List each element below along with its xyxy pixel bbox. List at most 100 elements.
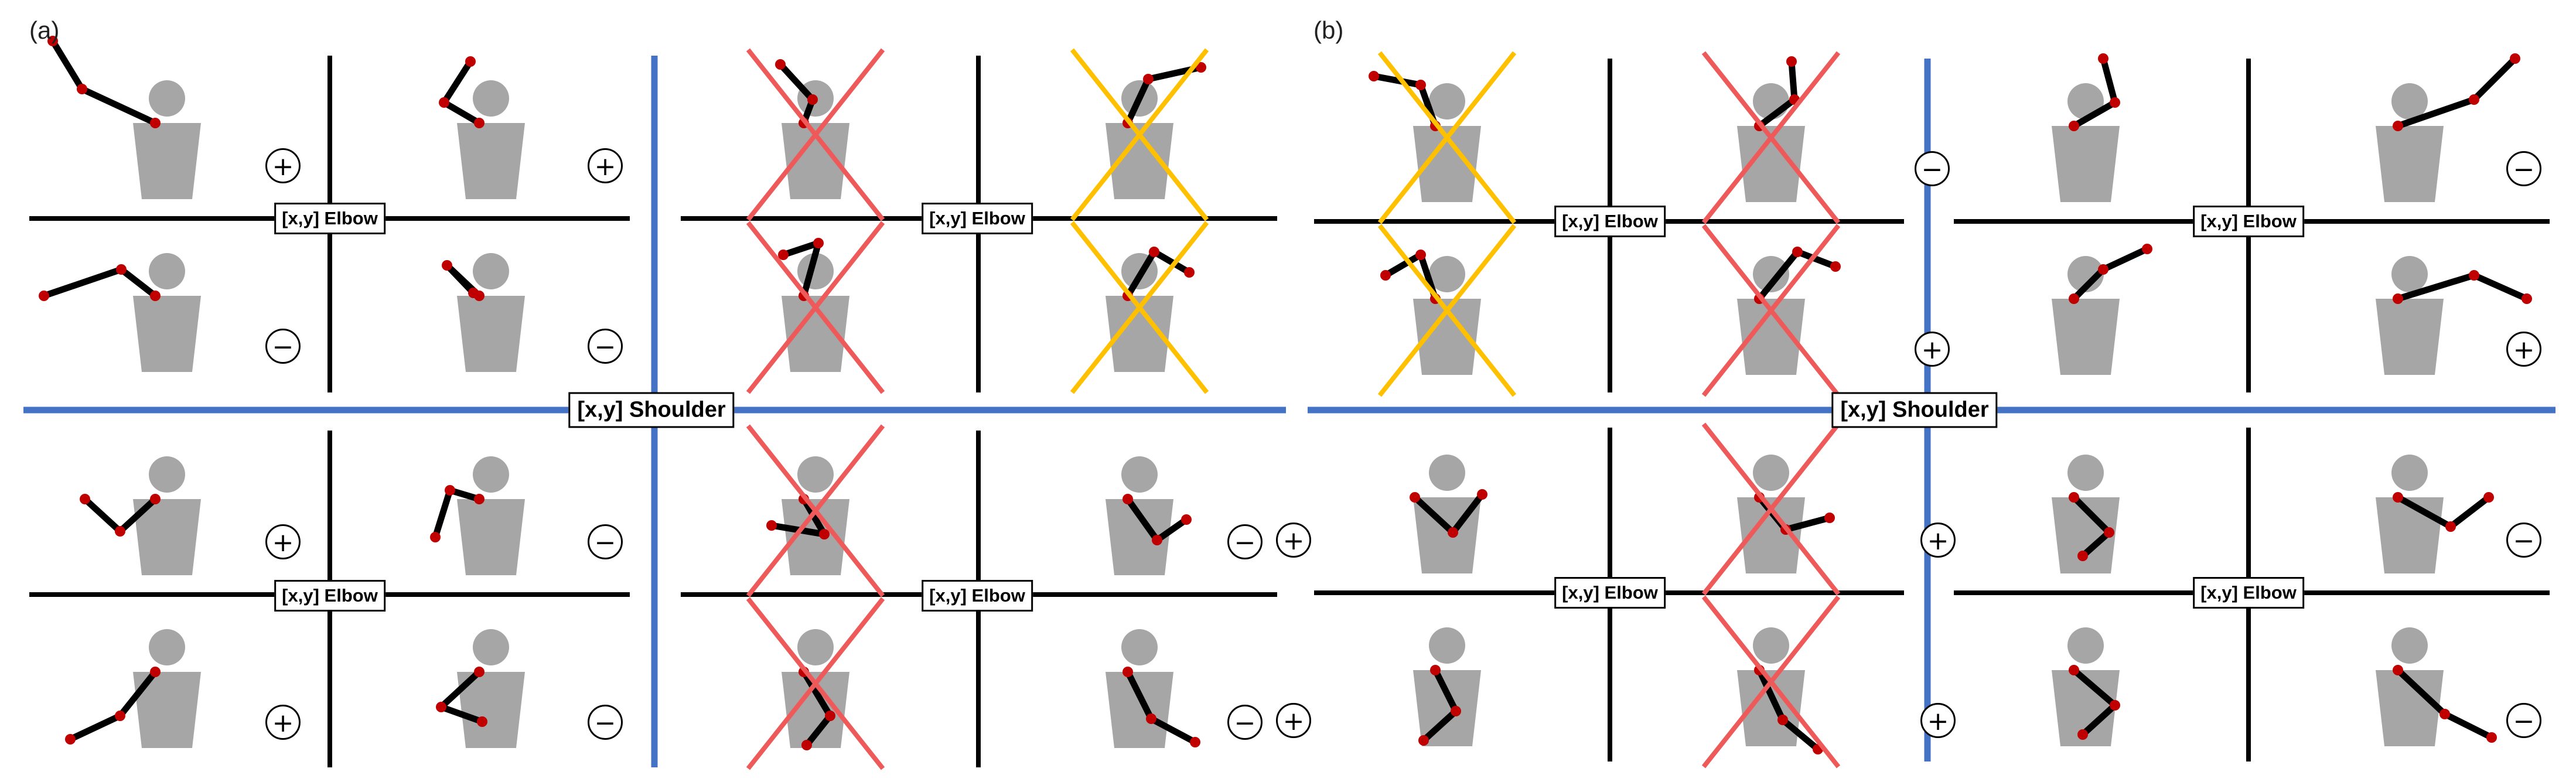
wrist-joint [477,716,487,727]
elbow-joint [807,94,818,105]
wrist-joint [465,56,476,67]
arm-pose-cell [1070,221,1209,394]
arm-pose-cell [746,597,885,770]
shoulder-joint [150,494,161,504]
wrist-joint [775,59,786,70]
person-head [1753,455,1789,491]
person-head [1753,627,1789,664]
elbow-joint [1143,74,1154,84]
elbow-axis-label: [x,y] Elbow [2193,206,2304,237]
person-body [2376,299,2444,375]
shoulder-axis-label: [x,y] Shoulder [1831,392,1998,428]
arm-pose-cell [1701,51,1841,224]
elbow-axis-label: [x,y] Elbow [1554,206,1666,237]
person-body [2376,670,2444,746]
arm-pose-cell [39,253,201,372]
arm-pose-cell [1701,422,1841,596]
elbow-joint [2110,700,2120,711]
wrist-joint [39,291,49,301]
person-head [2067,256,2104,292]
wrist-joint [2142,244,2152,254]
wrist-joint [2522,293,2532,304]
red-cross-mark [746,48,885,221]
arm-pose-cell [2052,244,2152,375]
arm-segments [40,266,159,299]
shoulder-joint [1122,494,1133,504]
minus-sign-icon: − [588,524,623,559]
person-head [473,253,509,289]
person-head [1753,256,1789,292]
cross-stroke [1701,595,1841,769]
elbow-joint [1777,715,1788,725]
yellow-cross-mark [1070,48,1209,221]
person-head [797,456,834,493]
person-head [2391,455,2428,491]
person-body [1106,672,1173,748]
person-body [457,499,525,575]
person-body [2376,497,2444,573]
wrist-joint [65,734,76,745]
cross-stroke [1070,221,1209,394]
red-cross-mark [746,424,885,597]
arm-pose-cell [2376,256,2532,375]
elbow-joint [436,702,446,712]
plus-sign-icon: + [2506,332,2541,367]
person-body [133,672,201,748]
elbow-joint [445,485,455,496]
elbow-joint [2439,709,2450,719]
wrist-joint [1786,56,1797,67]
person-body [133,123,201,199]
person-body [1413,670,1481,746]
elbow-axis-label: [x,y] Elbow [2193,577,2304,609]
person-head [473,456,509,493]
wrist-joint [1824,513,1835,523]
arm-pose-cell [1413,627,1481,746]
wrist-joint [430,532,441,542]
wrist-joint [1369,71,1379,81]
person-body [133,499,201,575]
person-head [1121,456,1158,493]
shoulder-joint [2393,492,2403,503]
person-body [2052,299,2120,375]
wrist-joint [1830,261,1841,272]
minus-sign-icon: − [588,705,623,740]
person-body [1106,123,1173,199]
arm-pose-cell [436,629,525,748]
red-cross-mark [746,597,885,770]
person-body [2376,126,2444,202]
red-cross-mark [1701,422,1841,596]
person-body [457,123,525,199]
shoulder-joint [2069,665,2079,675]
arm-pose-cell [439,56,525,199]
minus-sign-icon: − [2506,151,2541,186]
cross-stroke [746,597,885,770]
person-head [1429,627,1465,664]
cells-layer [39,36,2532,770]
wrist-joint [1380,270,1391,281]
person-head [2067,627,2104,664]
person-body [1413,299,1481,375]
wrist-joint [1184,267,1195,278]
shoulder-joint [2393,665,2403,675]
elbow-joint [77,84,87,94]
minus-sign-icon: − [2506,703,2541,738]
person-body [782,672,849,748]
arm-pose-cell [1410,455,1487,573]
person-head [797,629,834,665]
person-body [457,296,525,372]
shoulder-joint [474,667,485,677]
person-head [149,253,185,289]
person-head [2391,83,2428,119]
wrist-joint [1196,62,1206,73]
elbow-axis-label: [x,y] Elbow [274,580,385,612]
yellow-cross-mark [1377,51,1517,224]
arm-pose-cell [746,424,885,597]
cross-stroke [1377,224,1517,397]
arm-pose-cell [2052,53,2120,202]
shoulder-joint [474,494,485,504]
arm-pose-cell [2052,455,2120,573]
person-body [1737,497,1805,573]
red-cross-mark [1701,224,1841,397]
shoulder-joint [2069,492,2079,503]
